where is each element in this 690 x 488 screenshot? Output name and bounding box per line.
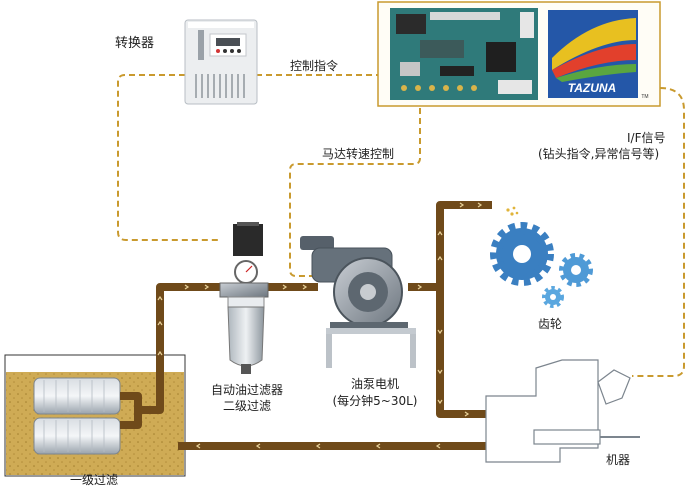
control-command-label: 控制指令 — [290, 59, 339, 73]
primary-filter-label: 一级过滤 — [70, 473, 119, 487]
converter-device-icon — [184, 19, 258, 105]
if-signal-label: I/F信号 — [627, 131, 666, 145]
control-board-panel: TAZUNA TM — [377, 1, 661, 107]
pipe-to-machine — [436, 287, 492, 418]
primary-filter-tank — [4, 354, 186, 477]
oil-pipes — [120, 201, 498, 450]
signal-line-motor-speed — [289, 108, 421, 277]
pipe-tank-to-filter — [138, 283, 222, 414]
tazuna-logo-icon: TAZUNA TM — [548, 10, 649, 100]
filter-cylinder-upper — [33, 377, 121, 415]
filter-cylinder-lower — [33, 417, 121, 455]
auto-filter-label-line1: 自动油过滤器 — [210, 383, 283, 397]
control-board-icon — [390, 8, 538, 100]
pipe-to-gears — [436, 201, 492, 287]
auto-filter-label-line2: 二级过滤 — [222, 399, 271, 413]
machine-label: 机器 — [606, 453, 631, 467]
pump-motor-label-line1: 油泵电机 — [350, 377, 399, 391]
gear-label: 齿轮 — [538, 317, 563, 331]
logo-text: TAZUNA — [568, 81, 616, 95]
pump-motor-label-line2: (每分钟5~30L) — [332, 394, 418, 408]
pump-motor-icon — [300, 236, 416, 368]
signal-line-if — [632, 87, 685, 377]
filter-icon — [219, 222, 269, 374]
gears-icon — [490, 206, 593, 308]
signal-lines — [117, 74, 685, 377]
flow-arrows — [157, 202, 483, 449]
machine-icon — [485, 359, 640, 463]
signal-line-converter-to-filter — [117, 74, 218, 241]
if-signal-detail-label: (钻头指令,异常信号等) — [538, 147, 660, 161]
motor-speed-control-label: 马达转速控制 — [322, 147, 395, 161]
converter-label: 转换器 — [115, 36, 155, 51]
logo-tm: TM — [641, 94, 648, 100]
